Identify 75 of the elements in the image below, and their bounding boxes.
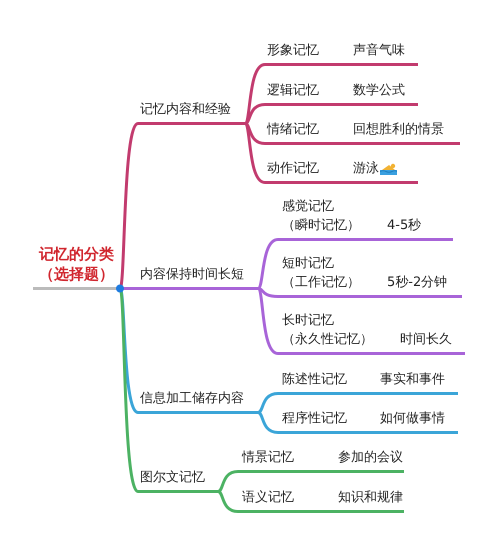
- topic-text: （瞬时记忆）: [282, 217, 360, 235]
- example-text: 参加的会议: [338, 449, 403, 467]
- branch-line: [332, 63, 351, 66]
- example-text: 4-5秒: [387, 217, 422, 235]
- example-text: 5秒-2分钟: [387, 274, 448, 292]
- example: [351, 161, 418, 184]
- topic-text: 逻辑记忆: [267, 82, 319, 100]
- branch-line: [388, 352, 398, 355]
- branch-topic: [138, 100, 245, 125]
- example: [378, 372, 458, 395]
- branch-line: [332, 142, 351, 145]
- branch-line: [257, 238, 278, 290]
- topic-text: 图尔文记忆: [140, 469, 205, 487]
- root-title: 记忆的分类（选择题）: [39, 244, 114, 284]
- memory-type: [278, 411, 360, 434]
- example: [378, 411, 458, 434]
- example-text: 如何做事情: [380, 410, 445, 428]
- example: [351, 122, 460, 145]
- topic-text: 形象记忆: [267, 42, 319, 60]
- branch-topic: [138, 265, 258, 290]
- memory-type: [278, 198, 373, 241]
- topic-text: 情绪记忆: [267, 121, 319, 139]
- memory-type: [265, 161, 332, 184]
- topic-text: 信息加工储存内容: [140, 390, 244, 408]
- branch-line: [320, 470, 336, 473]
- topic-text: 短时记忆: [282, 255, 334, 273]
- branch-topic: [138, 389, 258, 414]
- example: [351, 83, 418, 106]
- memory-type: [278, 312, 388, 355]
- branch-line: [320, 510, 336, 513]
- example: [336, 450, 404, 473]
- branch-line: [373, 238, 385, 241]
- branch-line: [244, 63, 266, 125]
- topic-text: （永久性记忆）: [282, 331, 373, 349]
- branch-topic: [138, 468, 218, 493]
- branch-line: [244, 122, 266, 184]
- example-text: 数学公式: [353, 82, 405, 100]
- branch-line: [244, 103, 266, 125]
- branch-line: [218, 490, 238, 513]
- example-text: 游泳: [353, 160, 379, 178]
- topic-text: 陈述性记忆: [282, 371, 347, 389]
- memory-type: [278, 255, 373, 298]
- topic-text: 程序性记忆: [282, 410, 347, 428]
- example-text: 时间长久: [400, 331, 452, 349]
- branch-line: [332, 181, 351, 184]
- branch-line: [258, 411, 278, 434]
- example-text: 知识和规律: [338, 489, 403, 507]
- topic-text: 长时记忆: [282, 312, 334, 330]
- memory-type: [265, 122, 332, 145]
- topic-text: 语义记忆: [242, 489, 294, 507]
- topic-text: （工作记忆）: [282, 274, 360, 292]
- example-text: 声音气味: [353, 42, 405, 60]
- branch-line: [332, 103, 351, 106]
- branch-line: [244, 122, 266, 145]
- topic-text: 记忆内容和经验: [140, 101, 231, 119]
- example: [351, 43, 418, 66]
- branch-line: [258, 287, 278, 298]
- memory-type: [265, 83, 332, 106]
- memory-type: [278, 372, 360, 395]
- topic-text: 感觉记忆: [282, 198, 334, 216]
- branch-line: [360, 431, 378, 434]
- example: [336, 490, 404, 513]
- memory-type: [265, 43, 332, 66]
- branch-line: [256, 287, 278, 355]
- example-text: 事实和事件: [380, 371, 445, 389]
- topic-text: 动作记忆: [267, 160, 319, 178]
- topic-text: 情景记忆: [242, 449, 294, 467]
- memory-type: [238, 490, 320, 513]
- topic-text: 内容保持时间长短: [140, 266, 244, 284]
- example-text: 回想胜利的情景: [353, 121, 444, 139]
- memory-type: [238, 450, 320, 473]
- branch-line: [218, 470, 238, 493]
- branch-line: [258, 392, 278, 414]
- branch-line: [360, 392, 378, 395]
- branch-line: [373, 295, 385, 298]
